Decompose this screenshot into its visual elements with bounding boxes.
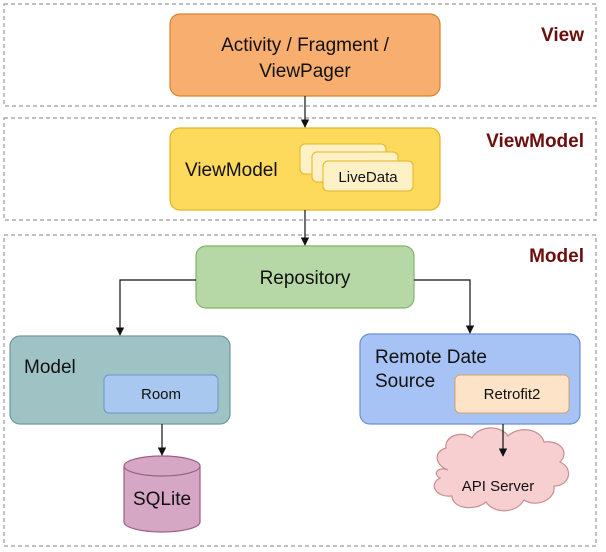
remote-data-source-label-line2: Source bbox=[375, 371, 435, 392]
repository-label: Repository bbox=[260, 268, 351, 289]
retrofit-box bbox=[454, 374, 570, 414]
sqlite-database-icon bbox=[123, 455, 201, 533]
activity-fragment-label-line2: ViewPager bbox=[259, 61, 351, 82]
livedata-card-front bbox=[322, 160, 414, 192]
viewmodel-layer-frame bbox=[3, 117, 597, 221]
viewmodel-layer-label: ViewModel bbox=[486, 131, 584, 152]
edge-repository-to-model bbox=[115, 279, 196, 336]
sqlite-label: SQLite bbox=[133, 489, 191, 510]
viewmodel-box-label: ViewModel bbox=[185, 160, 278, 181]
view-layer-label: View bbox=[541, 25, 584, 46]
activity-fragment-label-line1: Activity / Fragment / bbox=[221, 35, 390, 56]
edge-repository-to-remote bbox=[414, 279, 475, 334]
api-server-label: API Server bbox=[462, 478, 535, 495]
api-server-cloud-icon bbox=[433, 427, 570, 512]
room-box bbox=[103, 374, 219, 414]
remote-data-source-label-line1: Remote Date bbox=[375, 347, 487, 368]
retrofit-label: Retrofit2 bbox=[484, 386, 541, 403]
livedata-label: LiveData bbox=[338, 169, 398, 186]
model-box-label: Model bbox=[24, 357, 76, 378]
model-layer-label: Model bbox=[529, 246, 584, 267]
repository-box bbox=[195, 245, 415, 309]
room-label: Room bbox=[141, 386, 181, 403]
view-layer-frame bbox=[3, 3, 597, 107]
model-layer-frame bbox=[3, 234, 597, 547]
